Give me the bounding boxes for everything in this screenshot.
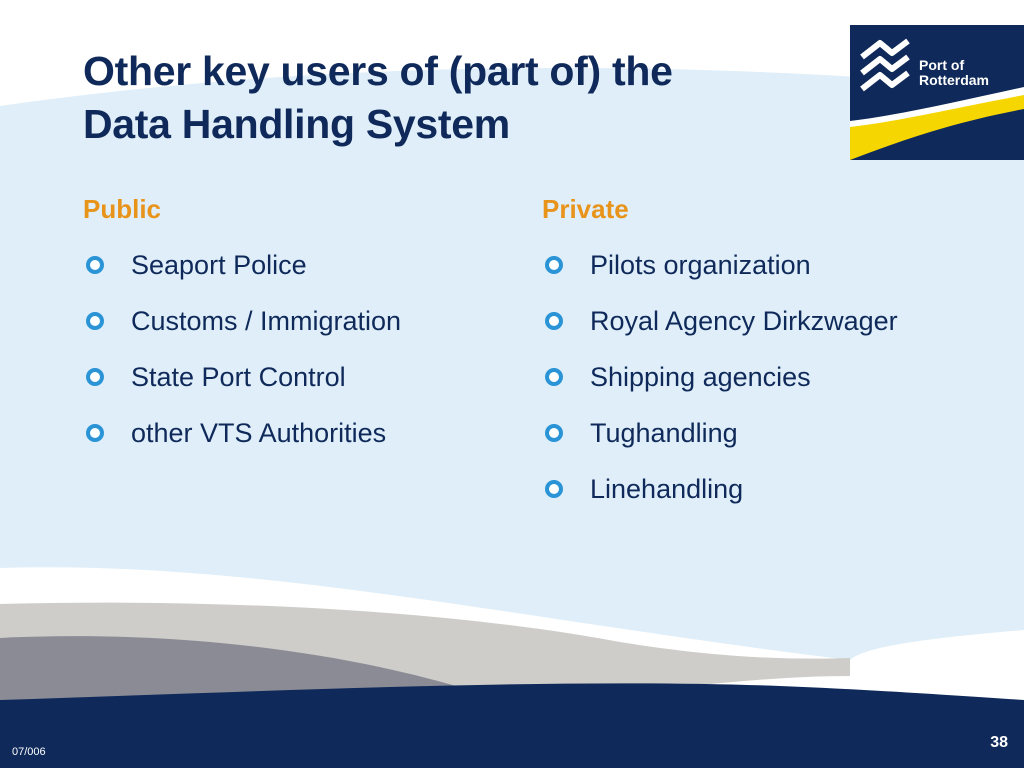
port-of-rotterdam-logo [850, 25, 1024, 160]
list-item-label: Tughandling [590, 418, 738, 448]
logo-line-1: Port of [919, 57, 965, 73]
private-heading: Private [542, 194, 629, 224]
bullet-icon [86, 424, 104, 442]
bullet-icon [545, 424, 563, 442]
private-list: Pilots organization Royal Agency Dirkzwa… [542, 247, 1002, 527]
list-item-label: Royal Agency Dirkzwager [590, 306, 898, 336]
page-number: 38 [990, 734, 1008, 751]
bullet-icon [545, 480, 563, 498]
public-heading: Public [83, 194, 162, 224]
logo-wordmark: Port of Rotterdam [919, 58, 989, 88]
list-item: Tughandling [542, 415, 1002, 471]
bullet-icon [86, 368, 104, 386]
footer-date: 07/006 [12, 746, 46, 758]
slide-title-line-1: Other key users of (part of) the [83, 48, 673, 94]
public-list: Seaport Police Customs / Immigration Sta… [83, 247, 503, 471]
logo-line-2: Rotterdam [919, 72, 990, 88]
list-item: Linehandling [542, 471, 1002, 527]
list-item-label: Linehandling [590, 474, 744, 504]
private-column: Private Pilots organization Royal Agency… [542, 191, 1002, 527]
list-item-label: Pilots organization [590, 250, 811, 280]
list-item: Pilots organization [542, 247, 1002, 303]
list-item-label: Customs / Immigration [131, 306, 402, 336]
list-item: Royal Agency Dirkzwager [542, 303, 1002, 359]
list-item: Seaport Police [83, 247, 503, 303]
list-item: State Port Control [83, 359, 503, 415]
bullet-icon [86, 256, 104, 274]
list-item-label: Shipping agencies [590, 362, 811, 392]
list-item-label: State Port Control [131, 362, 346, 392]
slide-title-line-2: Data Handling System [83, 101, 510, 147]
slide-title: Other key users of (part of) the Data Ha… [83, 45, 803, 151]
list-item-label: other VTS Authorities [131, 418, 387, 448]
list-item: other VTS Authorities [83, 415, 503, 471]
public-column: Public Seaport Police Customs / Immigrat… [83, 191, 503, 471]
bullet-icon [545, 312, 563, 330]
port-waves-icon [860, 38, 910, 92]
bullet-icon [545, 368, 563, 386]
list-item-label: Seaport Police [131, 250, 307, 280]
bullet-icon [86, 312, 104, 330]
bullet-icon [545, 256, 563, 274]
list-item: Customs / Immigration [83, 303, 503, 359]
list-item: Shipping agencies [542, 359, 1002, 415]
